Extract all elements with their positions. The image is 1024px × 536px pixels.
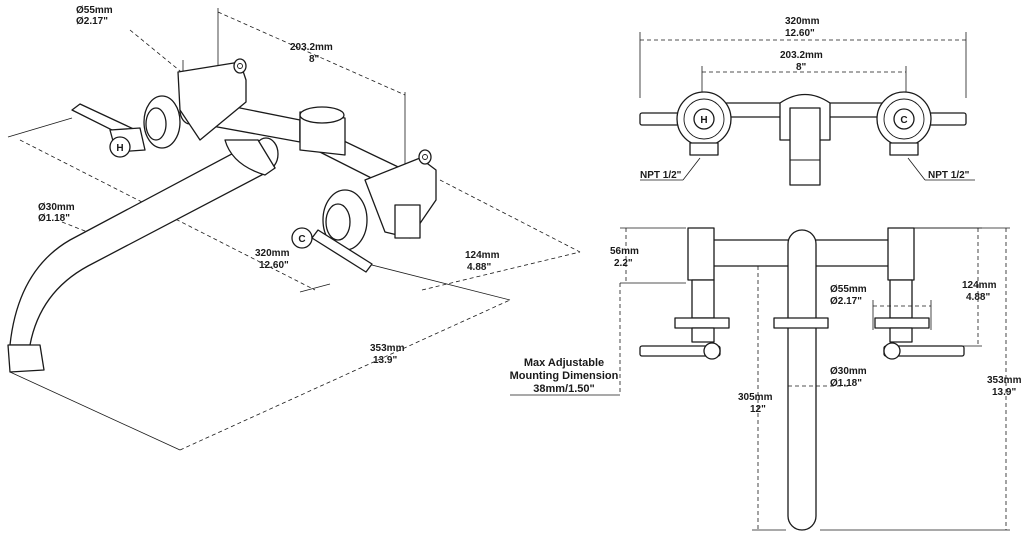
iso-dim-height: 124mm 4.88" (421, 179, 581, 291)
iso-dim-width: 320mm 12.60" (7, 117, 331, 293)
iso-dim-escutcheon: Ø55mm Ø2.17" (76, 5, 186, 78)
iso-width-mm: 320mm (255, 248, 290, 259)
top-view: 320mm 12.60" 203.2mm 8" H C (639, 16, 975, 186)
front-body-right (887, 227, 915, 281)
front-spout-escutcheon (773, 317, 829, 329)
front-escutcheon-in: Ø2.17" (830, 296, 862, 307)
iso-height-in: 4.88" (467, 262, 491, 273)
front-escutcheon-right (874, 317, 930, 329)
iso-spacing-in: 8" (309, 54, 320, 65)
iso-spacing-mm: 203.2mm (290, 42, 333, 53)
front-stem-left (691, 279, 715, 319)
iso-valve-hot: H (71, 58, 247, 158)
front-body-left (687, 227, 715, 281)
front-top-height-mm: 56mm (610, 246, 639, 257)
iso-escutcheon-mm: Ø55mm (76, 5, 113, 16)
front-total-in: 13.9" (992, 387, 1016, 398)
front-spout-dia-mm: Ø30mm (830, 366, 867, 377)
iso-valve-cold: C (291, 149, 437, 273)
front-mounting-line2: Mounting Dimension (510, 370, 619, 382)
front-spout-dia-in: Ø1.18" (830, 378, 862, 389)
top-spout (789, 107, 821, 186)
iso-spout (7, 137, 279, 373)
front-spout-length-mm: 305mm (738, 392, 773, 403)
top-width-mm: 320mm (785, 16, 820, 27)
iso-height-mm: 124mm (465, 250, 500, 261)
front-height-in: 4.88" (966, 292, 990, 303)
top-hot-badge: H (700, 115, 707, 126)
front-stem-right (889, 279, 913, 319)
iso-escutcheon-in: Ø2.17" (76, 16, 108, 27)
top-valve-hot: H (639, 91, 732, 156)
top-spacing-in: 8" (796, 62, 807, 73)
iso-dim-reach: 353mm 13.9" (9, 261, 511, 451)
iso-reach-mm: 353mm (370, 343, 405, 354)
top-npt-left: NPT 1/2" (640, 170, 682, 181)
front-top-height-in: 2.2" (614, 258, 633, 269)
front-mounting-line1: Max Adjustable (524, 357, 604, 369)
top-cold-badge: C (900, 115, 907, 126)
iso-spout-dia-in: Ø1.18" (38, 213, 70, 224)
front-total-mm: 353mm (987, 375, 1022, 386)
iso-reach-in: 13.9" (373, 355, 397, 366)
front-spout-length-in: 12" (750, 404, 766, 415)
front-view: 56mm 2.2" 124mm 4.88" 353mm 13.9" Ø55mm … (510, 227, 1022, 531)
front-escutcheon-mm: Ø55mm (830, 284, 867, 295)
top-valve-cold: C (876, 91, 967, 156)
iso-hot-badge: H (116, 143, 123, 154)
top-width-in: 12.60" (785, 28, 815, 39)
isometric-view: Ø55mm Ø2.17" 203.2mm 8" Ø30mm Ø1.18" 320… (7, 5, 581, 451)
iso-cold-badge: C (298, 234, 305, 245)
front-height-mm: 124mm (962, 280, 997, 291)
iso-spout-dia-mm: Ø30mm (38, 202, 75, 213)
top-spacing-mm: 203.2mm (780, 50, 823, 61)
front-spout (787, 229, 817, 531)
front-mounting-line3: 38mm/1.50" (533, 383, 594, 395)
iso-width-in: 12.60" (259, 260, 289, 271)
front-escutcheon-left (674, 317, 730, 329)
top-npt-right: NPT 1/2" (928, 170, 970, 181)
